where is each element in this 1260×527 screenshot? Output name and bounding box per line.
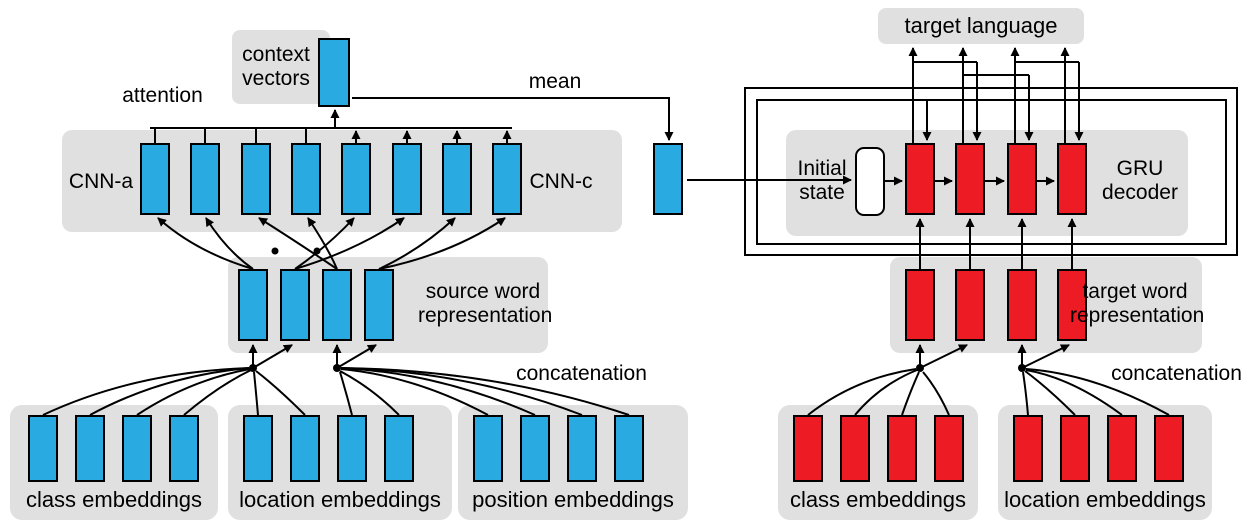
target-word-vector [955,269,985,341]
class-embedding-unit [934,415,964,482]
encoder-location-embeddings-label: location embeddings [239,487,441,512]
location-embedding-unit [1013,415,1043,482]
cnn-unit [492,143,522,215]
mean-vector [653,143,683,215]
decoder-class-embeddings-label: class embeddings [789,487,967,512]
location-embedding-unit [290,415,320,482]
position-embedding-unit [520,415,550,482]
location-embedding-unit [1107,415,1137,482]
cnn-unit [291,143,321,215]
class-embedding-unit [122,415,152,482]
initial-state-label: Initial state [797,157,847,205]
encoder-position-embeddings-label: position embeddings [472,487,674,512]
location-embedding-unit [1060,415,1090,482]
mean-label: mean [528,70,582,93]
cnn-c-label: CNN-c [529,170,593,193]
cnn-unit [442,143,472,215]
target-word-representation-label: target word representation [1070,280,1205,328]
class-embedding-unit [28,415,58,482]
initial-state-cell [855,147,885,216]
decoder-location-embeddings-label: location embeddings [1004,487,1206,512]
encoder-concatenation-label: concatenation [516,362,647,385]
location-embedding-unit [337,415,367,482]
source-word-representation-label: source word representation [418,280,553,328]
decoder-concatenation-label: concatenation [1111,362,1242,385]
attention-label: attention [122,84,203,107]
target-language-label: target language [904,13,1058,39]
position-embedding-unit [567,415,597,482]
gru-output-arrows [908,47,1070,143]
class-embedding-unit [840,415,870,482]
encoder-class-embeddings-label: class embeddings [25,487,203,512]
source-word-vector [238,269,268,341]
gru-feedback-arrows [913,61,1084,141]
location-embedding-unit [1154,415,1184,482]
source-word-vector [322,269,352,341]
class-embedding-unit [169,415,199,482]
gru-cell [1007,143,1037,215]
target-word-vector [1057,269,1087,341]
context-vectors-box: context vectors [232,30,330,104]
gru-decoder-label: GRU decoder [1102,157,1178,205]
target-word-vector [905,269,935,341]
gru-cell [1057,143,1087,215]
class-embedding-unit [887,415,917,482]
class-embedding-unit [75,415,105,482]
source-word-vector [280,269,310,341]
position-embedding-unit [614,415,644,482]
context-vector [318,38,350,107]
gru-cell [955,143,985,215]
position-embedding-unit [473,415,503,482]
class-embedding-unit [793,415,823,482]
cnn-a-label: CNN-a [68,170,134,193]
cnn-unit [341,143,371,215]
target-language-box: target language [878,8,1084,44]
target-word-representation-box [890,257,1202,353]
cnn-unit [392,143,422,215]
cnn-unit [140,143,170,215]
cnn-unit [190,143,220,215]
context-vectors-label: context vectors [242,42,310,90]
target-word-vector [1007,269,1037,341]
cnn-unit [241,143,271,215]
source-word-vector [364,269,394,341]
location-embedding-unit [384,415,414,482]
location-embedding-unit [243,415,273,482]
gru-cell [905,143,935,215]
